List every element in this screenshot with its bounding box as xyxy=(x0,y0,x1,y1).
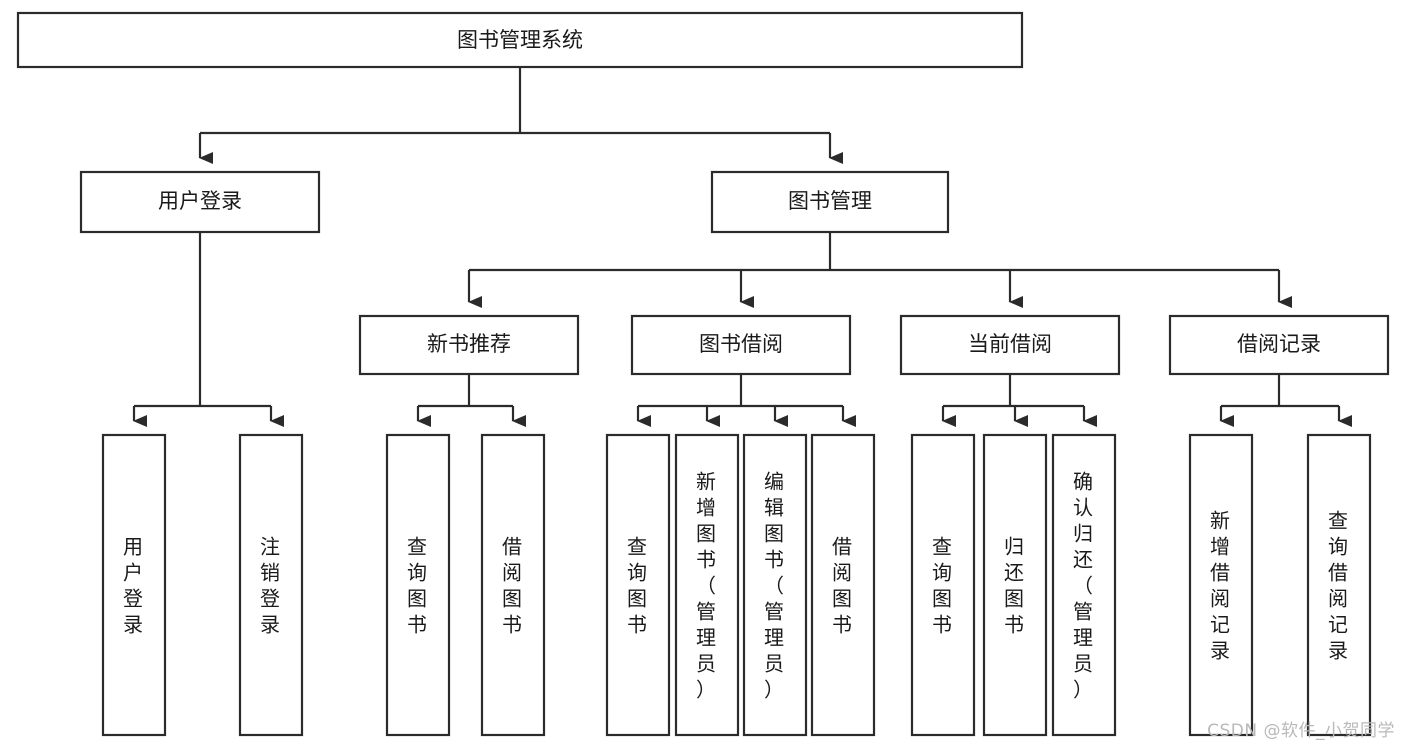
node-leaf-borrow-book-2-label: 借阅图书 xyxy=(832,534,854,636)
node-book-manage[interactable]: 图书管理 xyxy=(710,170,950,234)
node-user-login-rect[interactable] xyxy=(79,170,321,234)
node-leaf-edit-book[interactable]: 编辑图书（管理员） xyxy=(742,433,808,737)
node-leaf-query-book-2-label: 查询图书 xyxy=(627,534,649,636)
node-new-book-recommend[interactable]: 新书推荐 xyxy=(358,314,580,376)
node-leaf-query-record[interactable]: 查询借阅记录 xyxy=(1306,433,1372,737)
node-leaf-add-record[interactable]: 新增借阅记录 xyxy=(1188,433,1254,737)
node-leaf-return-book-label: 归还图书 xyxy=(1004,534,1026,636)
node-current-borrow[interactable]: 当前借阅 xyxy=(899,314,1121,376)
node-leaf-logout-rect[interactable] xyxy=(238,433,304,737)
node-user-login[interactable]: 用户登录 xyxy=(79,170,321,234)
node-leaf-query-record-label: 查询借阅记录 xyxy=(1328,508,1350,662)
node-leaf-borrow-book-2-rect[interactable] xyxy=(810,433,876,737)
node-leaf-query-book-1-label: 查询图书 xyxy=(407,534,429,636)
edge-layer xyxy=(132,67,1352,427)
node-leaf-return-book[interactable]: 归还图书 xyxy=(982,433,1048,737)
node-root-rect[interactable] xyxy=(16,11,1024,69)
node-leaf-return-book-rect[interactable] xyxy=(982,433,1048,737)
node-book-borrow-label: 图书借阅 xyxy=(699,332,783,356)
node-borrow-record-rect[interactable] xyxy=(1168,314,1390,376)
node-book-borrow[interactable]: 图书借阅 xyxy=(630,314,852,376)
node-borrow-record[interactable]: 借阅记录 xyxy=(1168,314,1390,376)
node-leaf-logout-label: 注销登录 xyxy=(260,534,282,636)
node-leaf-query-record-rect[interactable] xyxy=(1306,433,1372,737)
node-leaf-user-login-label: 用户登录 xyxy=(123,534,145,636)
node-leaf-add-book-label: 新增图书（管理员） xyxy=(696,469,718,701)
node-new-book-recommend-label: 新书推荐 xyxy=(427,332,511,356)
node-book-borrow-rect[interactable] xyxy=(630,314,852,376)
node-leaf-user-login-rect[interactable] xyxy=(101,433,167,737)
node-leaf-query-book-3-rect[interactable] xyxy=(910,433,976,737)
node-leaf-query-book-2-rect[interactable] xyxy=(605,433,671,737)
node-leaf-query-book-3-label: 查询图书 xyxy=(932,534,954,636)
node-leaf-add-record-rect[interactable] xyxy=(1188,433,1254,737)
node-current-borrow-label: 当前借阅 xyxy=(968,332,1052,356)
node-leaf-add-book[interactable]: 新增图书（管理员） xyxy=(674,433,740,737)
node-leaf-query-book-3[interactable]: 查询图书 xyxy=(910,433,976,737)
node-leaf-query-book-1[interactable]: 查询图书 xyxy=(385,433,451,737)
node-leaf-edit-book-rect[interactable] xyxy=(742,433,808,737)
node-leaf-user-login[interactable]: 用户登录 xyxy=(101,433,167,737)
node-root[interactable]: 图书管理系统 xyxy=(16,11,1024,69)
node-leaf-borrow-book-1-rect[interactable] xyxy=(480,433,546,737)
node-leaf-confirm-return-label: 确认归还（管理员） xyxy=(1073,469,1095,701)
leaf-layer: 用户登录 注销登录 查询图书 借阅图书 查询图书 新增图书（管理员） xyxy=(101,433,1372,737)
csdn-watermark: CSDN @软件_小贺同学 xyxy=(1207,721,1395,741)
node-leaf-query-book-1-rect[interactable] xyxy=(385,433,451,737)
node-current-borrow-rect[interactable] xyxy=(899,314,1121,376)
node-root-label: 图书管理系统 xyxy=(457,28,583,52)
node-new-book-recommend-rect[interactable] xyxy=(358,314,580,376)
node-leaf-query-book-2[interactable]: 查询图书 xyxy=(605,433,671,737)
node-book-manage-rect[interactable] xyxy=(710,170,950,234)
node-leaf-confirm-return-rect[interactable] xyxy=(1051,433,1117,737)
node-leaf-borrow-book-2[interactable]: 借阅图书 xyxy=(810,433,876,737)
node-leaf-edit-book-label: 编辑图书（管理员） xyxy=(764,469,786,701)
node-book-manage-label: 图书管理 xyxy=(788,189,872,213)
node-user-login-label: 用户登录 xyxy=(158,189,242,213)
node-leaf-add-book-rect[interactable] xyxy=(674,433,740,737)
node-leaf-logout[interactable]: 注销登录 xyxy=(238,433,304,737)
node-borrow-record-label: 借阅记录 xyxy=(1237,332,1321,356)
node-leaf-add-record-label: 新增借阅记录 xyxy=(1210,508,1232,662)
node-leaf-confirm-return[interactable]: 确认归还（管理员） xyxy=(1051,433,1117,737)
node-leaf-borrow-book-1[interactable]: 借阅图书 xyxy=(480,433,546,737)
node-leaf-borrow-book-1-label: 借阅图书 xyxy=(502,534,524,636)
